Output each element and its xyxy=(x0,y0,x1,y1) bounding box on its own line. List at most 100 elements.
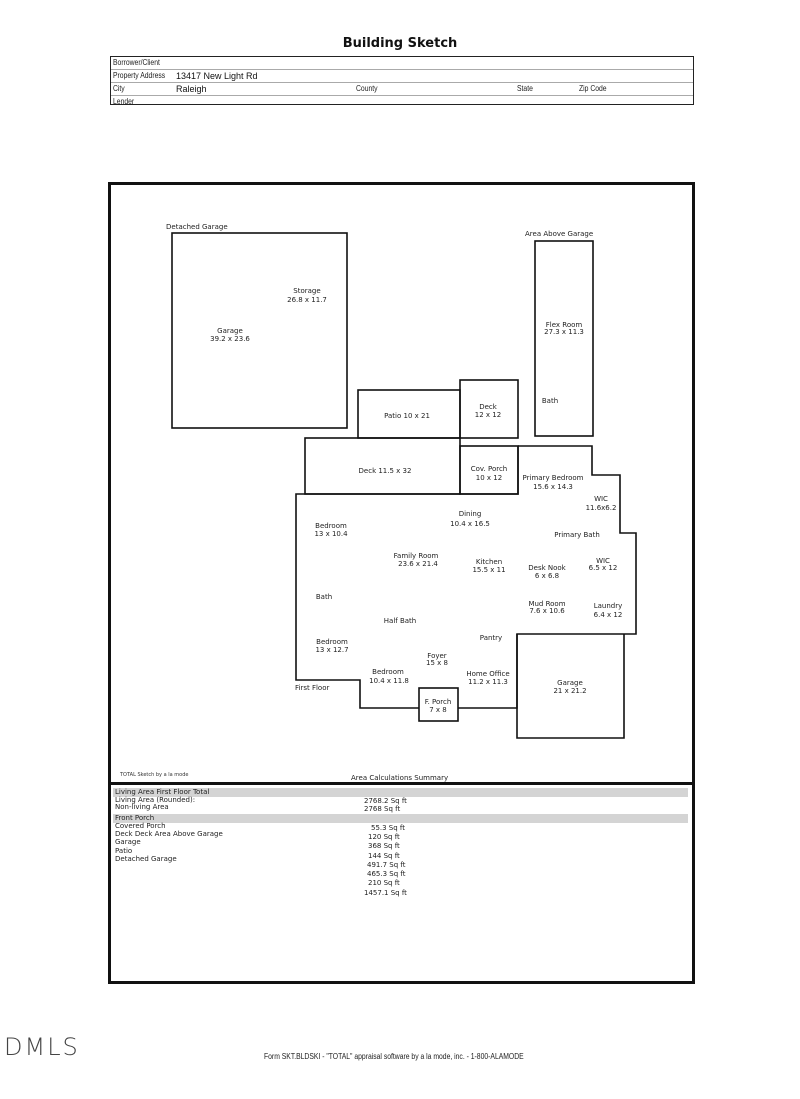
borrower-label: Borrower/Client xyxy=(113,58,160,67)
nonliving-value: 368 Sq ft xyxy=(368,842,400,850)
room-desk-nook: Desk Nook xyxy=(528,564,566,572)
room-mud: Mud Room xyxy=(528,600,565,608)
address-label: Property Address xyxy=(113,71,166,80)
room-front-porch-dims: 7 x 8 xyxy=(429,706,447,714)
area-summary-title: Area Calculations Summary xyxy=(351,774,449,782)
lender-label: Lender xyxy=(113,97,135,106)
room-wic-2-dims: 6.5 x 12 xyxy=(589,564,618,572)
room-laundry: Laundry xyxy=(594,602,623,610)
nonliving-label: Deck Deck Area Above Garage xyxy=(115,830,223,838)
room-kitchen: Kitchen xyxy=(476,558,502,566)
room-deck-lower: Deck 11.5 x 32 xyxy=(359,467,412,475)
front-porch-header: Front Porch xyxy=(115,814,155,822)
nonliving-label: Covered Porch xyxy=(115,822,166,830)
room-covered-porch-dims: 10 x 12 xyxy=(476,474,502,482)
section-label-detached-garage: Detached Garage xyxy=(166,223,228,231)
room-home-office: Home Office xyxy=(466,670,509,678)
room-detached-garage: Garage xyxy=(217,327,243,335)
room-garage: Garage xyxy=(557,679,583,687)
room-bath-upper: Bath xyxy=(542,397,558,405)
room-primary-bedroom: Primary Bedroom xyxy=(523,474,584,482)
room-detached-garage-dims: 39.2 x 23.6 xyxy=(210,335,250,343)
deck-upper-outline xyxy=(459,379,519,439)
address-value: 13417 New Light Rd xyxy=(176,71,258,81)
state-label: State xyxy=(517,84,533,93)
room-bedroom-3: Bedroom xyxy=(372,668,404,676)
nonliving-value: 210 Sq ft xyxy=(368,879,400,887)
property-header-table: Borrower/Client Property Address 13417 N… xyxy=(110,56,694,108)
room-home-office-dims: 11.2 x 11.3 xyxy=(468,678,508,686)
non-living-label: Non-living Area xyxy=(115,803,169,811)
room-primary-bath: Primary Bath xyxy=(554,531,600,539)
deck-lower-outline xyxy=(304,437,461,495)
room-covered-porch: Cov. Porch xyxy=(471,465,507,473)
page-title: Building Sketch xyxy=(342,36,458,51)
room-bedroom-3-dims: 10.4 x 11.8 xyxy=(369,677,409,685)
non-living-value: 2768 Sq ft xyxy=(364,805,401,813)
room-desk-nook-dims: 6 x 6.8 xyxy=(535,572,559,580)
floor-plan-sketch: Detached Garage Area Above Garage First … xyxy=(166,223,637,739)
section-label-area-above-garage: Area Above Garage xyxy=(525,230,593,238)
address-row: Property Address 13417 New Light Rd xyxy=(111,70,693,83)
nonliving-label: Detached Garage xyxy=(115,855,177,863)
room-kitchen-dims: 15.5 x 11 xyxy=(472,566,505,574)
living-area-rounded-label: Living Area (Rounded): xyxy=(115,796,196,804)
room-primary-bedroom-dims: 15.6 x 14.3 xyxy=(533,483,573,491)
nonliving-value: 465.3 Sq ft xyxy=(367,870,406,878)
room-laundry-dims: 6.4 x 12 xyxy=(594,611,623,619)
room-deck-upper: Deck xyxy=(479,403,498,411)
nonliving-label: Garage xyxy=(115,838,141,846)
dmls-logo: DMLS xyxy=(4,1033,80,1061)
nonliving-value: 144 Sq ft xyxy=(368,852,400,860)
room-bedroom-1: Bedroom xyxy=(315,522,347,530)
sketch-frame: Detached Garage Area Above Garage First … xyxy=(108,182,695,984)
area-above-garage-outline xyxy=(534,240,594,437)
room-foyer: Foyer xyxy=(427,652,447,660)
nonliving-value: 55.3 Sq ft xyxy=(371,824,406,832)
city-value: Raleigh xyxy=(176,84,207,94)
room-half-bath: Half Bath xyxy=(384,617,416,625)
detached-garage-outline xyxy=(171,232,348,429)
room-family: Family Room xyxy=(394,552,439,560)
room-flex-dims: 27.3 x 11.3 xyxy=(544,328,584,336)
room-storage-dims: 26.8 x 11.7 xyxy=(287,296,327,304)
sketch-credit: TOTAL Sketch by a la mode xyxy=(120,772,189,778)
borrower-row: Borrower/Client xyxy=(111,57,693,70)
room-front-porch: F. Porch xyxy=(425,698,452,706)
non-living-band xyxy=(113,814,688,823)
room-wic-1-dims: 11.6x6.2 xyxy=(586,504,617,512)
living-area-band xyxy=(113,788,688,797)
room-pantry: Pantry xyxy=(480,634,502,642)
room-dining: Dining xyxy=(459,510,482,518)
form-footer-text: Form SKT.BLDSKI - "TOTAL" appraisal soft… xyxy=(264,1052,524,1061)
room-bedroom-2: Bedroom xyxy=(316,638,348,646)
room-dining-dims: 10.4 x 16.5 xyxy=(450,520,490,528)
living-area-header: Living Area First Floor Total xyxy=(115,788,210,796)
room-deck-upper-dims: 12 x 12 xyxy=(475,411,501,419)
summary-divider xyxy=(111,782,692,785)
county-label: County xyxy=(356,84,378,93)
room-garage-dims: 21 x 21.2 xyxy=(553,687,586,695)
room-storage: Storage xyxy=(293,287,320,295)
nonliving-value: 1457.1 Sq ft xyxy=(364,889,407,897)
section-label-first-floor: First Floor xyxy=(295,684,329,692)
nonliving-value: 491.7 Sq ft xyxy=(367,861,406,869)
room-wic-1: WIC xyxy=(594,495,608,503)
lender-row: Lender xyxy=(111,96,693,108)
room-bedroom-2-dims: 13 x 12.7 xyxy=(315,646,348,654)
city-label: City xyxy=(113,84,125,93)
nonliving-value: 120 Sq ft xyxy=(368,833,400,841)
city-row: City Raleigh County State Zip Code xyxy=(111,83,693,96)
room-bath-lower: Bath xyxy=(316,593,332,601)
garage-outline xyxy=(516,634,625,739)
room-foyer-dims: 15 x 8 xyxy=(426,659,448,667)
living-area-rounded-value: 2768.2 Sq ft xyxy=(364,797,407,805)
room-family-dims: 23.6 x 21.4 xyxy=(398,560,438,568)
zip-label: Zip Code xyxy=(579,84,607,93)
room-mud-dims: 7.6 x 10.6 xyxy=(529,607,565,615)
room-flex: Flex Room xyxy=(546,321,583,329)
room-patio: Patio 10 x 21 xyxy=(384,412,430,420)
front-porch-outline xyxy=(418,687,459,722)
room-bedroom-1-dims: 13 x 10.4 xyxy=(314,530,348,538)
room-wic-2: WIC xyxy=(596,557,610,565)
